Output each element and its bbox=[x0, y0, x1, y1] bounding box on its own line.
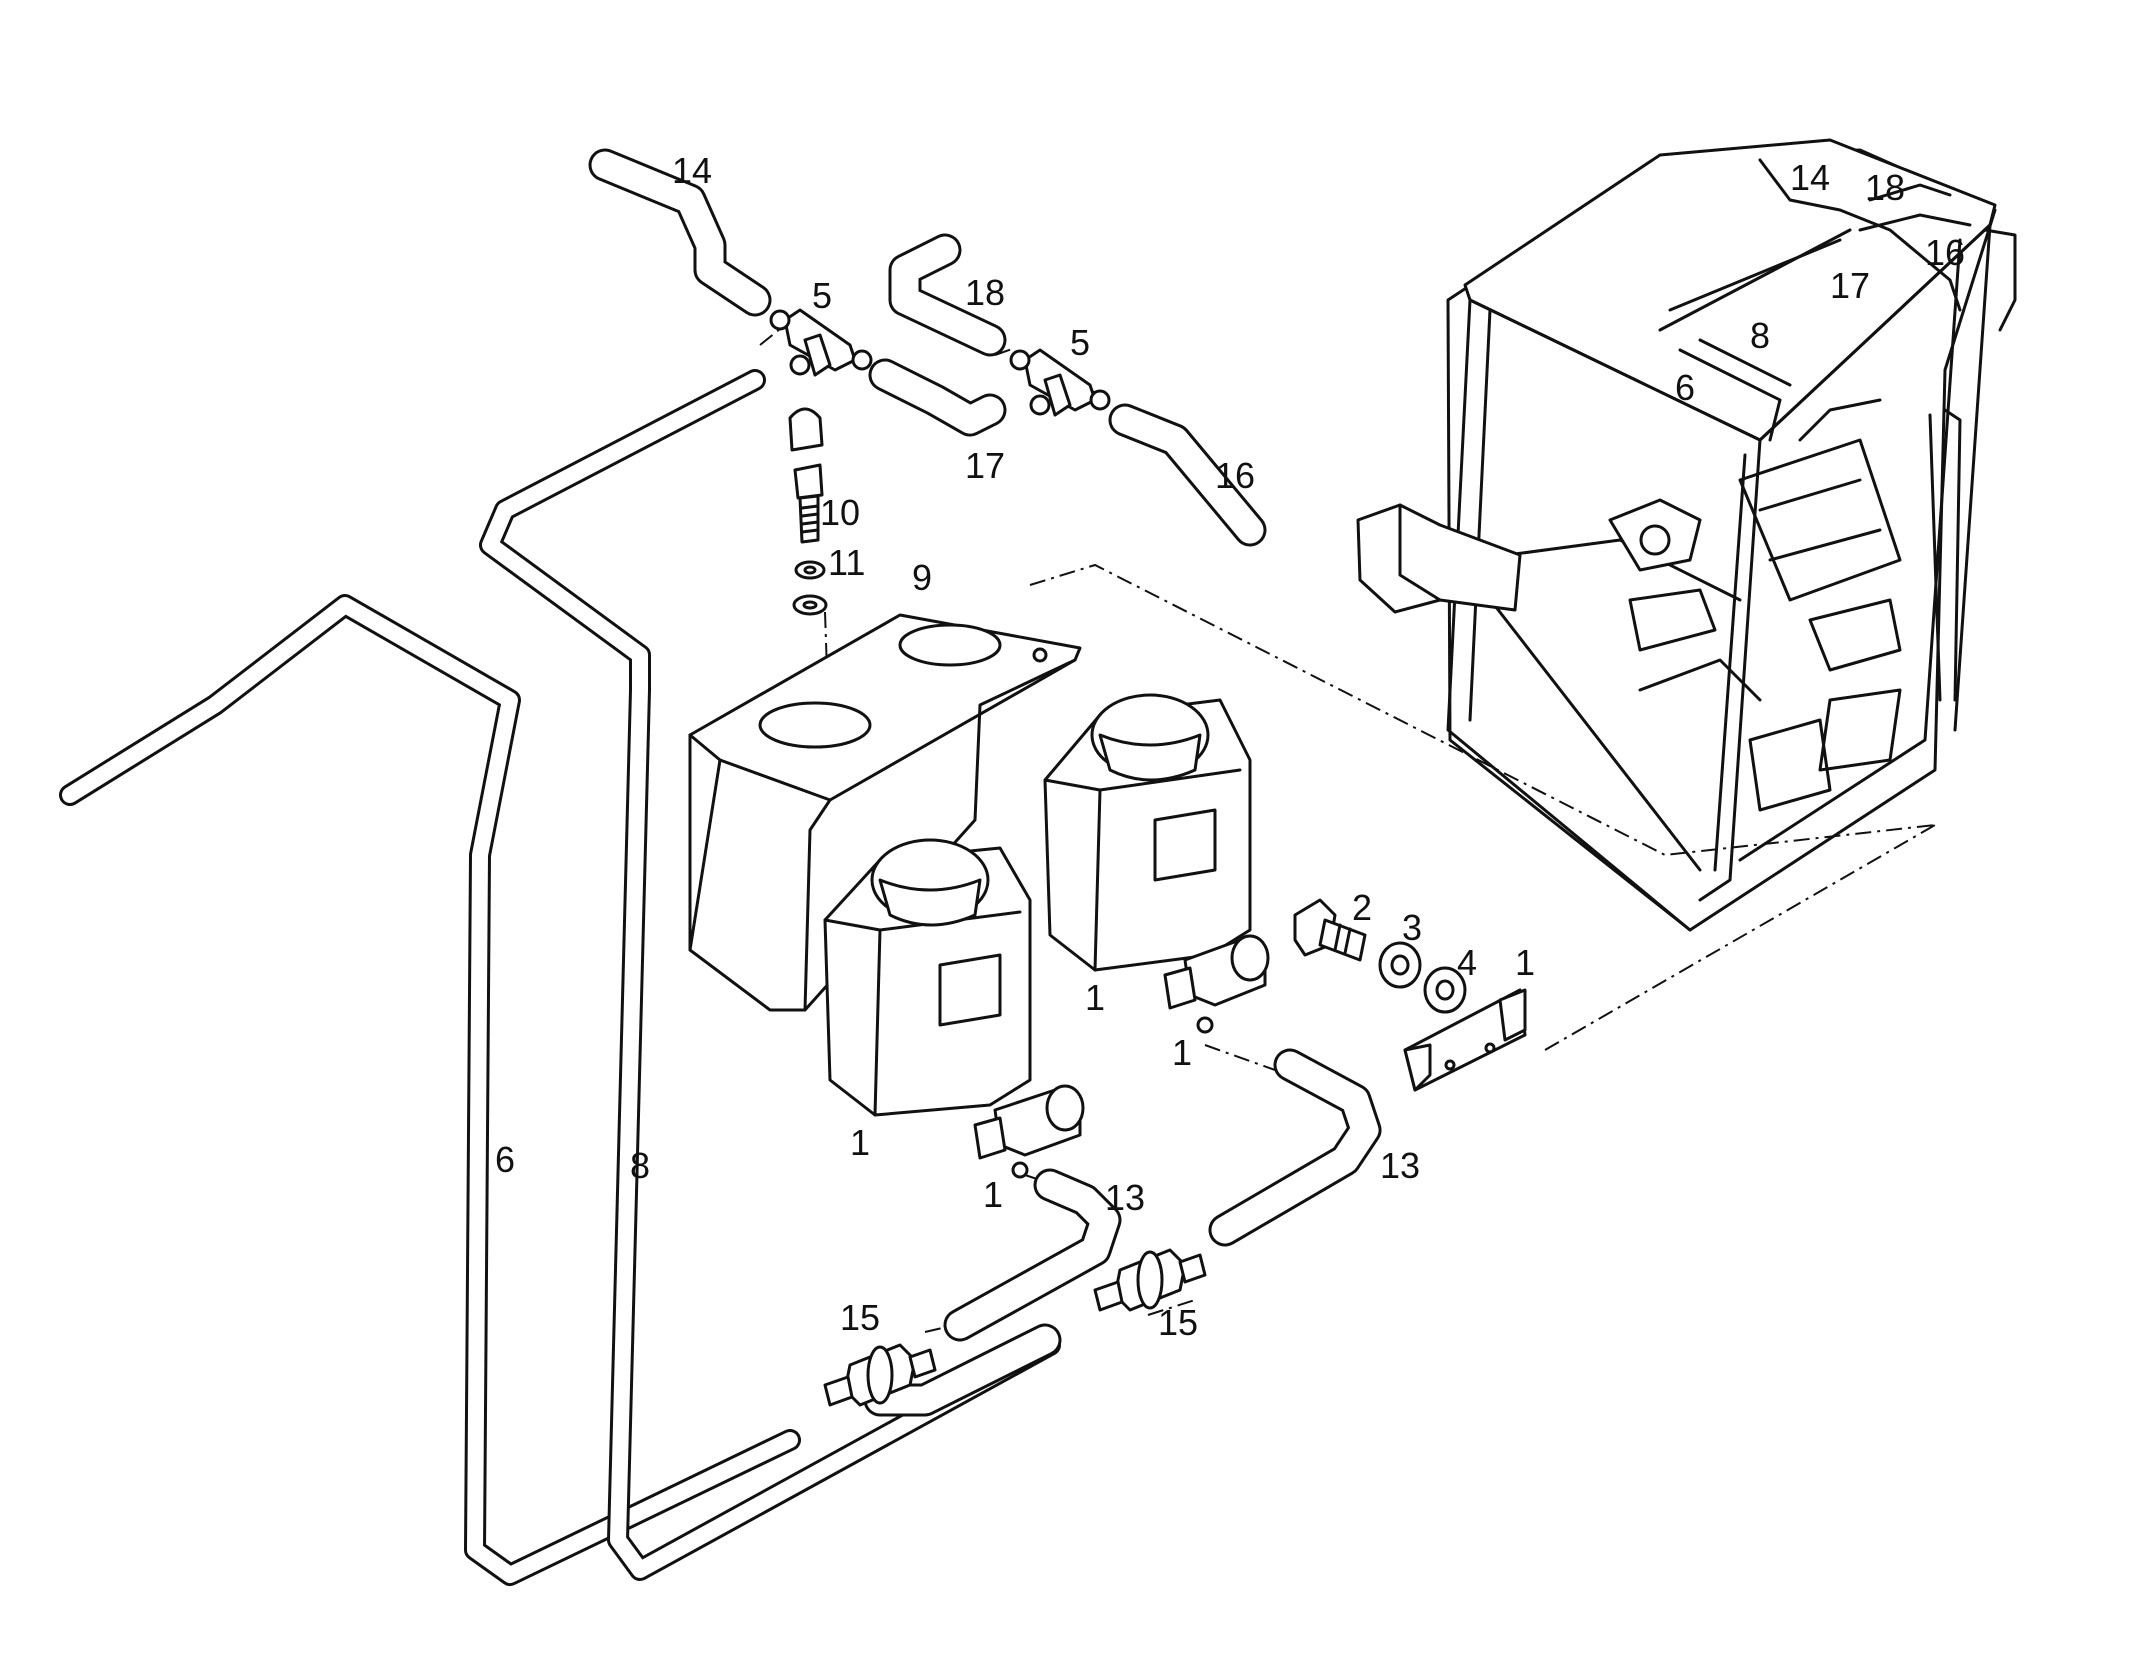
label-1-pump-left: 1 bbox=[983, 1174, 1003, 1215]
label-8-cab: 8 bbox=[1750, 315, 1770, 356]
label-8: 8 bbox=[630, 1145, 650, 1186]
label-18-cab: 18 bbox=[1865, 167, 1905, 208]
label-13-right: 13 bbox=[1380, 1145, 1420, 1186]
hose-17 bbox=[868, 358, 1007, 437]
label-17-cab: 17 bbox=[1830, 265, 1870, 306]
label-5-right: 5 bbox=[1070, 322, 1090, 363]
t-piece-left bbox=[769, 308, 873, 377]
label-15-right: 15 bbox=[1158, 1302, 1198, 1343]
label-1-reservoir-right: 1 bbox=[1085, 977, 1105, 1018]
reservoir-right bbox=[1043, 693, 1252, 972]
reservoir-left bbox=[823, 838, 1032, 1117]
label-16: 16 bbox=[1215, 455, 1255, 496]
label-2: 2 bbox=[1352, 887, 1372, 928]
hose-14 bbox=[588, 148, 772, 317]
hose-6 bbox=[59, 594, 801, 1586]
t-piece-right bbox=[1009, 348, 1111, 417]
washer-3 bbox=[1378, 941, 1422, 989]
hose-to-valve-left bbox=[863, 1323, 1062, 1417]
hose-16 bbox=[1108, 403, 1267, 547]
pump-right bbox=[1163, 934, 1270, 1034]
label-15-left: 15 bbox=[840, 1297, 880, 1338]
part-labels: 14 5 18 5 17 16 10 11 9 2 3 4 1 1 1 1 1 … bbox=[495, 150, 1965, 1343]
label-1-reservoir-left: 1 bbox=[850, 1122, 870, 1163]
cab-assembly bbox=[1356, 138, 2017, 932]
label-3: 3 bbox=[1402, 907, 1422, 948]
label-11: 11 bbox=[828, 542, 865, 583]
mounting-bracket-1 bbox=[1403, 988, 1527, 1092]
cap-and-bolt-10 bbox=[788, 407, 824, 544]
label-18: 18 bbox=[965, 272, 1005, 313]
label-1-bracket: 1 bbox=[1515, 942, 1535, 983]
label-16-cab: 16 bbox=[1925, 232, 1965, 273]
label-17: 17 bbox=[965, 445, 1005, 486]
hose-18 bbox=[888, 233, 1007, 357]
label-14-cab: 14 bbox=[1790, 157, 1830, 198]
check-valve-right bbox=[1093, 1248, 1207, 1312]
label-10: 10 bbox=[820, 492, 860, 533]
label-9: 9 bbox=[912, 557, 932, 598]
label-6-cab: 6 bbox=[1675, 367, 1695, 408]
washer-4 bbox=[1423, 966, 1467, 1014]
pump-left bbox=[973, 1084, 1085, 1179]
hose-13-left bbox=[943, 1168, 1122, 1342]
label-6: 6 bbox=[495, 1139, 515, 1180]
hose-8 bbox=[479, 369, 1061, 1581]
label-4: 4 bbox=[1457, 942, 1477, 983]
bolt-2 bbox=[1293, 898, 1367, 962]
label-5-left: 5 bbox=[812, 275, 832, 316]
label-14: 14 bbox=[672, 150, 712, 191]
check-valve-left bbox=[823, 1343, 937, 1407]
washer-11 bbox=[792, 560, 828, 616]
label-1-pump-right: 1 bbox=[1172, 1032, 1192, 1073]
label-13-left: 13 bbox=[1105, 1177, 1145, 1218]
reservoir-bracket-9 bbox=[688, 613, 1082, 1012]
hose-13-right bbox=[1208, 1048, 1382, 1247]
